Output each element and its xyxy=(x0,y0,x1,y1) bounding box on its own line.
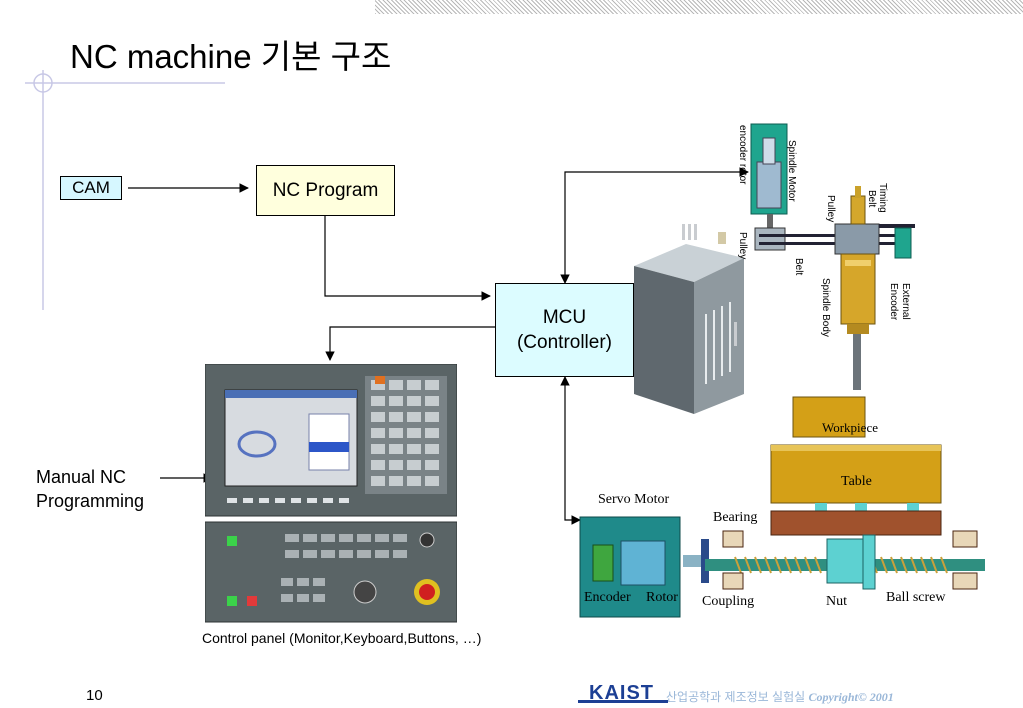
belt-label: Belt xyxy=(793,258,804,276)
mcu-node: MCU (Controller) xyxy=(495,283,634,377)
page-number: 10 xyxy=(86,687,103,704)
timing-belt-label-2: Belt xyxy=(866,190,877,208)
nut-label: Nut xyxy=(826,594,847,609)
arrow-mcu-panel xyxy=(325,326,495,361)
external-encoder-label-2: Encoder xyxy=(888,283,899,321)
header-hatch-band xyxy=(375,0,1023,14)
nc-program-node: NC Program xyxy=(256,165,395,216)
manual-programming-label: Manual NC Programming xyxy=(36,465,144,513)
kaist-logo: KAIST xyxy=(589,682,654,704)
coupling-label: Coupling xyxy=(702,594,755,609)
feed-drive-icon xyxy=(579,396,985,618)
timing-belt-label-1: Timing xyxy=(877,183,888,213)
mcu-sublabel: (Controller) xyxy=(516,332,613,353)
cam-node: CAM xyxy=(60,176,122,200)
spindle-assembly-icon xyxy=(750,123,915,390)
mcu-label: MCU xyxy=(542,307,587,328)
cnc-control-panel-icon xyxy=(205,364,457,623)
encoder-label: Encoder xyxy=(584,590,631,605)
arrow-mcu-to-spindle xyxy=(560,167,749,284)
rotor-label: Rotor xyxy=(646,590,678,605)
table-label: Table xyxy=(841,474,872,489)
encoder-rotor-label: encoder rotor xyxy=(737,125,748,185)
controller-cabinet-icon xyxy=(634,244,744,414)
pulley-right-label: Pulley xyxy=(825,195,836,223)
external-encoder-label-1: External xyxy=(900,283,911,320)
spindle-motor-label: Spindle Motor xyxy=(786,140,797,202)
cabinet-glare xyxy=(682,224,737,346)
footer-org: 산업공학과 제조정보 실험실 xyxy=(666,690,806,704)
bearing-label: Bearing xyxy=(713,510,758,525)
workpiece-label: Workpiece xyxy=(822,420,878,435)
logo-underline xyxy=(578,700,668,703)
control-panel-caption: Control panel (Monitor,Keyboard,Buttons,… xyxy=(202,630,482,646)
servo-motor-label: Servo Motor xyxy=(598,492,670,507)
page-title: NC machine 기본 구조 xyxy=(70,38,392,75)
arrow-mcu-to-servo xyxy=(560,376,581,525)
manual-label-line1: Manual NC xyxy=(36,467,127,487)
spindle-body-label: Spindle Body xyxy=(820,278,831,337)
footer-copyright: Copyright© 2001 xyxy=(808,690,894,704)
footer-credit: 산업공학과 제조정보 실험실 Copyright© 2001 xyxy=(666,688,894,705)
ball-screw-label: Ball screw xyxy=(886,590,946,605)
manual-label-line2: Programming xyxy=(36,491,145,511)
arrow-ncprogram-to-mcu xyxy=(324,216,491,301)
pulley-left-label: Pulley xyxy=(737,232,748,260)
